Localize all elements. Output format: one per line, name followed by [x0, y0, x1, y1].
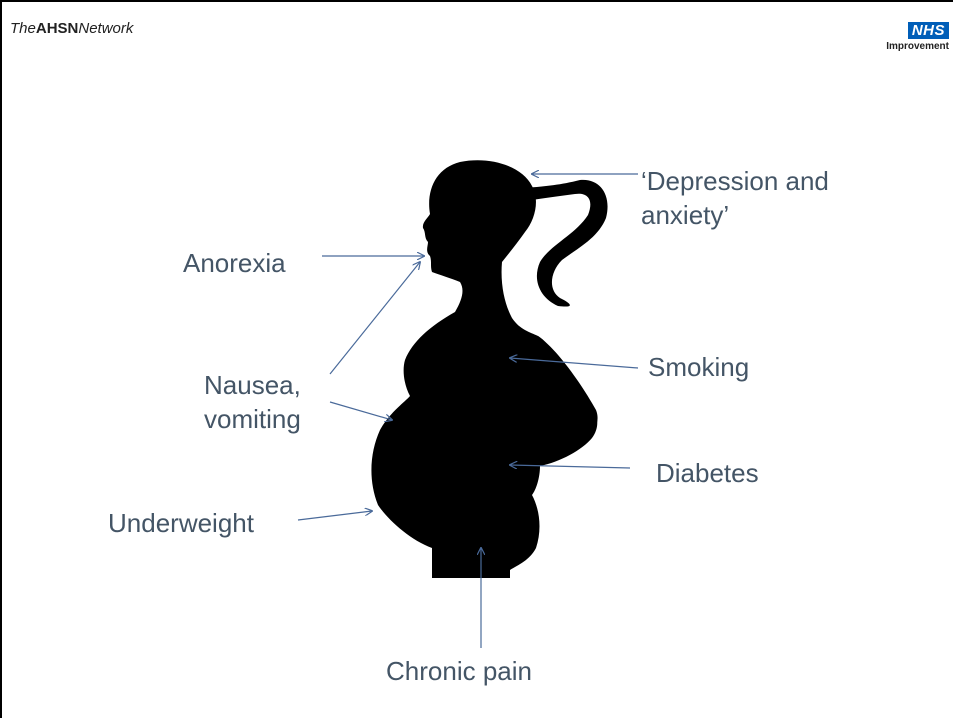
label-depression-line2: anxiety’ [641, 198, 829, 232]
pregnant-woman-silhouette-icon [371, 160, 607, 578]
label-nausea-line2: vomiting [204, 402, 301, 436]
label-anorexia: Anorexia [183, 246, 286, 280]
label-diabetes: Diabetes [656, 456, 759, 490]
label-chronic-pain: Chronic pain [386, 654, 532, 688]
label-depression-line1: ‘Depression and [641, 164, 829, 198]
arrow-underweight [298, 511, 372, 520]
label-nausea-line1: Nausea, [204, 368, 301, 402]
label-smoking: Smoking [648, 350, 749, 384]
label-underweight: Underweight [108, 506, 254, 540]
label-depression-anxiety: ‘Depression and anxiety’ [641, 164, 829, 232]
label-nausea-vomiting: Nausea, vomiting [204, 368, 301, 436]
arrow-nausea-to-belly [330, 402, 392, 420]
